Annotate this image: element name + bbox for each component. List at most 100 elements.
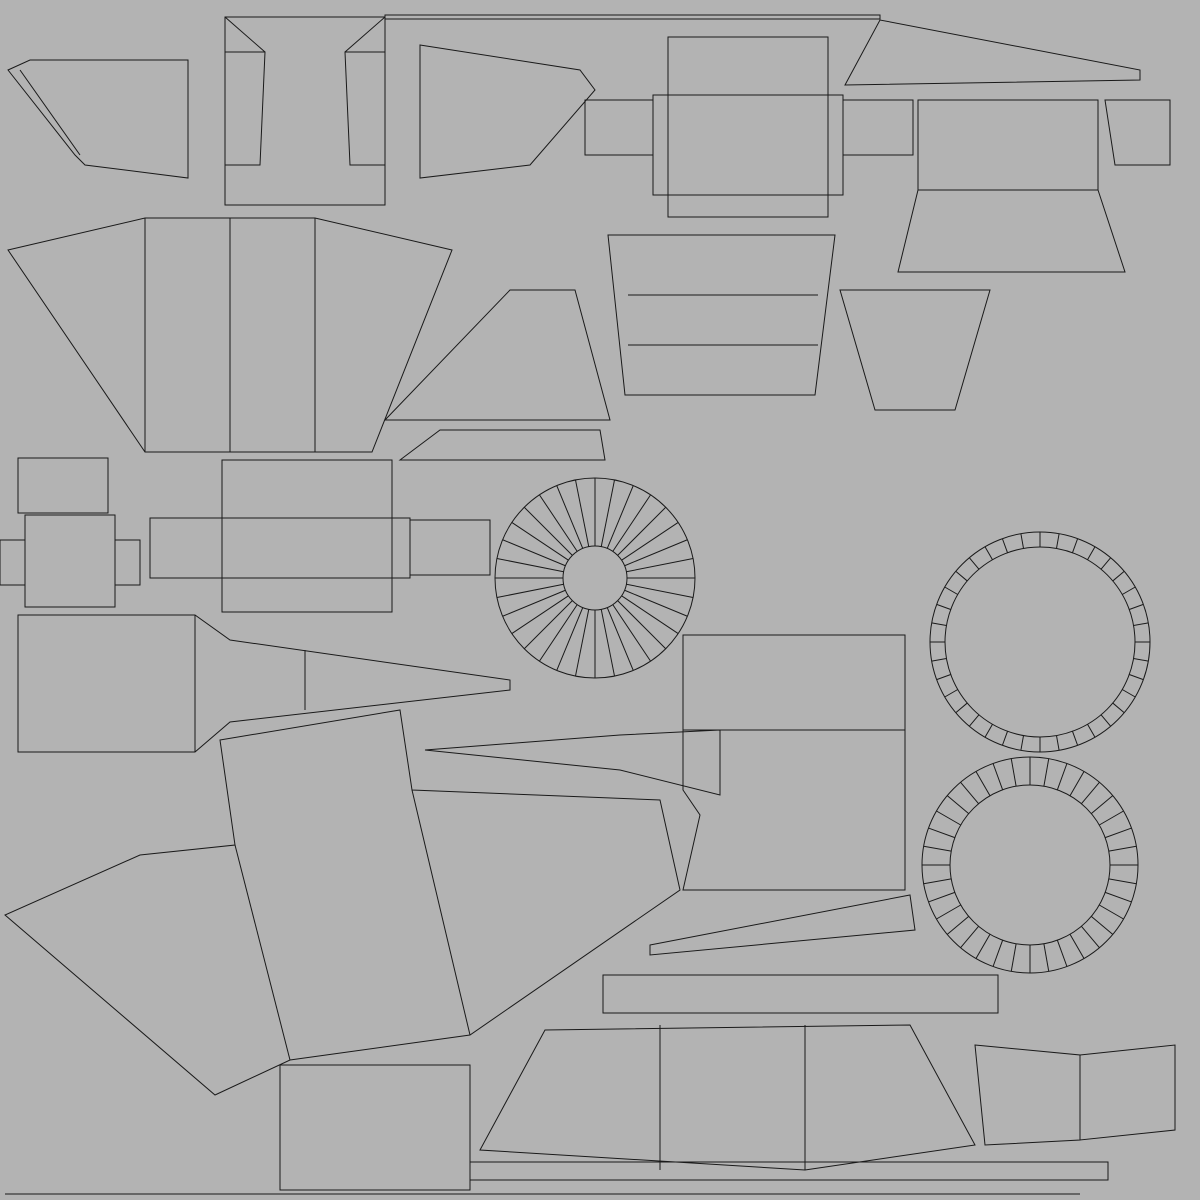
ring-segment (960, 925, 979, 949)
uv-island-mid-left-box (149, 459, 491, 613)
ring-segment (1072, 538, 1079, 553)
uv-island-center-top-box (607, 234, 836, 396)
ring-outer (921, 756, 1139, 974)
ring-segment (1108, 878, 1137, 885)
ring-segment (944, 689, 958, 698)
uv-island-rings (921, 531, 1151, 974)
uv-strip-top (384, 14, 881, 20)
ring-segment (1087, 724, 1096, 738)
ring-segment (1001, 538, 1008, 553)
ring-segment (1069, 934, 1085, 959)
ring-segment (1133, 622, 1149, 626)
uv-island-big-fuselage (4, 709, 681, 1096)
ring-segment (1112, 570, 1125, 582)
ring-segment (955, 570, 968, 582)
ring-segment (936, 810, 961, 826)
ring-segment (992, 763, 1004, 790)
ring-segment (1010, 758, 1017, 787)
ring-segment (936, 674, 951, 681)
disc-spoke (617, 506, 667, 556)
disc-spoke (600, 479, 615, 547)
ring-inner (944, 546, 1136, 738)
disc-spoke (606, 485, 634, 549)
ring-segment (1112, 702, 1125, 714)
ring-segment (1043, 758, 1050, 787)
ring-segment (1133, 658, 1149, 662)
uv-island-top-right-wing (419, 44, 596, 179)
ring-segment (923, 845, 952, 852)
ring-segment (1056, 763, 1068, 790)
ring-segment (944, 586, 958, 595)
disc-spoke (624, 589, 688, 617)
ring-segment (1020, 735, 1024, 751)
ring-segment (975, 771, 991, 796)
ring-segment (1122, 586, 1136, 595)
disc-spoke (539, 604, 578, 662)
disc-spoke (575, 609, 590, 677)
uv-island-radial-disc (494, 477, 696, 679)
ring-segment (1129, 674, 1144, 681)
ring-segment (1043, 943, 1050, 972)
disc-spoke (624, 539, 688, 567)
disc-inner (562, 545, 628, 611)
ring-segment (955, 702, 968, 714)
ring-segment (1129, 603, 1144, 610)
ring-segment (1056, 533, 1060, 549)
uv-island-left-large (7, 217, 453, 453)
ring-segment (1069, 771, 1085, 796)
uv-island-right-mid-box (424, 634, 999, 1014)
ring-segment (1122, 689, 1136, 698)
ring-inner (949, 784, 1111, 946)
ring-segment (1056, 735, 1060, 751)
ring-segment (946, 795, 970, 814)
ring-segment (975, 934, 991, 959)
ring-segment (1108, 845, 1137, 852)
ring-segment (1099, 904, 1124, 920)
disc-spoke (600, 609, 615, 677)
disc-spoke (496, 558, 564, 573)
ring-segment (1010, 943, 1017, 972)
disc-spoke (556, 485, 584, 549)
ring-segment (1105, 891, 1132, 903)
uv-island-top-right-spike (844, 19, 1141, 86)
ring-segment (928, 891, 955, 903)
disc-spoke (523, 506, 573, 556)
ring-segment (1087, 546, 1096, 560)
disc-spoke (502, 539, 566, 567)
disc-spoke (556, 607, 584, 671)
ring-segment (1056, 940, 1068, 967)
uv-island-top-box (224, 16, 386, 206)
ring-segment (1099, 810, 1124, 826)
disc-spoke (612, 494, 651, 552)
disc-spoke (575, 479, 590, 547)
disc-spoke (539, 494, 578, 552)
ring-segment (960, 781, 979, 805)
ring-segment (1100, 557, 1112, 570)
ring-segment (1081, 781, 1100, 805)
disc-spoke (621, 595, 679, 634)
disc-spoke (626, 558, 694, 573)
uv-island-center-triangle (383, 289, 611, 461)
uv-island-left-cylinder (0, 457, 141, 608)
ring-segment (984, 724, 993, 738)
disc-spoke (626, 583, 694, 598)
uv-island-right-box (897, 99, 1171, 273)
disc-spoke (612, 604, 651, 662)
ring-segment (936, 603, 951, 610)
ring-segment (931, 622, 947, 626)
ring-segment (1090, 795, 1114, 814)
ring-segment (968, 557, 980, 570)
uv-island-trapezoid (839, 289, 991, 411)
ring-segment (1001, 731, 1008, 746)
disc-spoke (617, 600, 667, 650)
ring-outer (929, 531, 1151, 753)
ring-segment (936, 904, 961, 920)
disc-spoke (523, 600, 573, 650)
ring-segment (928, 827, 955, 839)
ring-segment (1081, 925, 1100, 949)
ring-segment (1020, 533, 1024, 549)
ring-segment (931, 658, 947, 662)
ring-segment (992, 940, 1004, 967)
uv-island-bottom-slab (279, 1024, 976, 1191)
